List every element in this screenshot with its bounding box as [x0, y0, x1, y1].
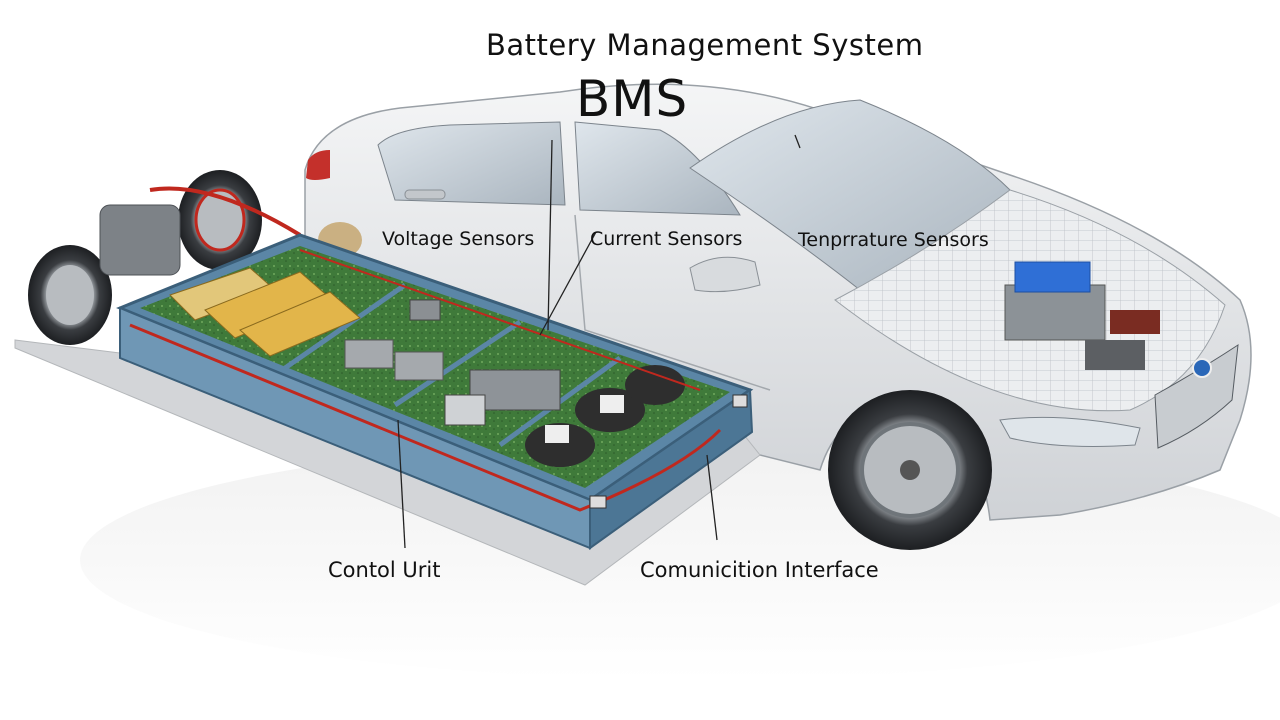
battery-pack [116, 233, 754, 550]
grille [1154, 343, 1239, 449]
bms-hood-module [1004, 261, 1160, 370]
label-control-unit: Contol Urit [328, 558, 441, 582]
bms-chips [344, 299, 561, 426]
side-window-rear [377, 121, 566, 206]
headlight [999, 416, 1141, 447]
leader-current-2 [539, 231, 597, 336]
leader-lines [397, 134, 801, 549]
contactors [525, 365, 685, 467]
brand-badge-icon [1192, 358, 1212, 378]
door-handle [404, 189, 446, 200]
pack-end [589, 388, 754, 550]
leader-comm [706, 454, 718, 541]
tail-light [306, 150, 330, 180]
front-wheel [828, 390, 992, 550]
connector-left [589, 495, 607, 509]
label-communication-interface: Comunicition Interface [640, 558, 879, 582]
battery-cells [169, 267, 361, 357]
leader-current [547, 139, 553, 331]
door-line [574, 214, 771, 391]
side-mirror [689, 256, 761, 293]
label-voltage-sensors: Voltage Sensors [382, 228, 535, 250]
label-current-sensors: Current Sensors [590, 228, 743, 250]
motor [99, 204, 181, 276]
label-temperature-sensors: Tenprrature Sensors [798, 229, 989, 251]
diagram-title: Battery Management System [486, 28, 924, 62]
leader-control [397, 419, 406, 549]
car [304, 83, 1252, 550]
connector-right [732, 394, 748, 408]
rear-drivetrain [28, 170, 302, 345]
diagram-subtitle: BMS [576, 70, 689, 128]
